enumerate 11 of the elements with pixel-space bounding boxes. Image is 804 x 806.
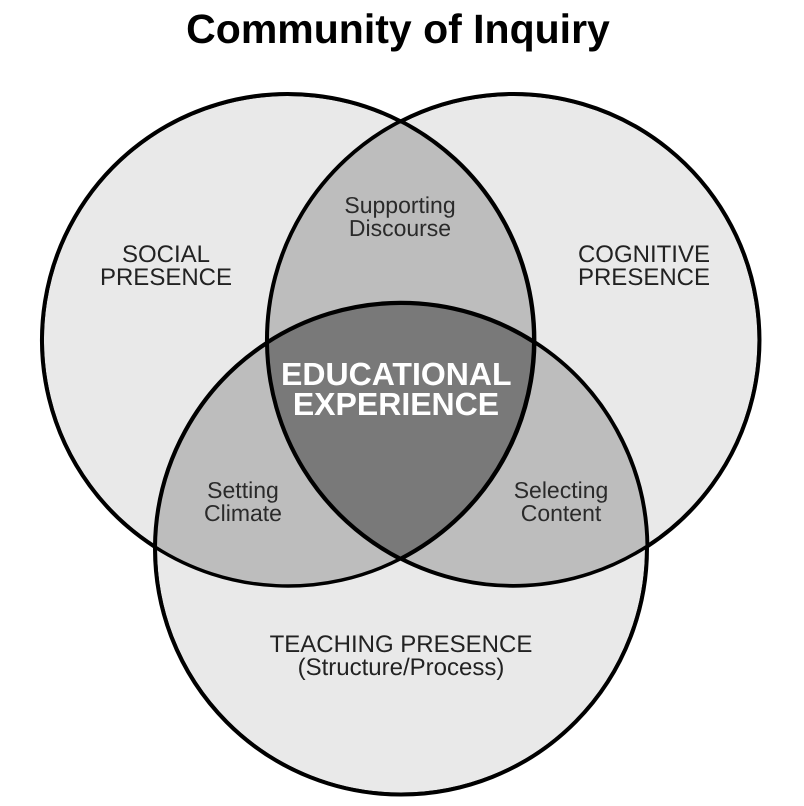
overlap-label: Selecting Content [514,478,608,525]
center-label: EDUCATIONAL EXPERIENCE [281,358,511,419]
circle-label: TEACHING PRESENCE [270,632,532,656]
circle-label: COGNITIVE PRESENCE [578,242,710,289]
overlap-region [267,121,534,343]
overlap-label: Setting Climate [204,478,282,525]
circle-label: SOCIAL PRESENCE [100,242,232,289]
circle-label: (Structure/Process) [298,656,504,679]
title: Community of Inquiry [186,9,610,49]
overlap-label: Supporting Discourse [344,194,456,240]
circle-region [153,546,649,797]
